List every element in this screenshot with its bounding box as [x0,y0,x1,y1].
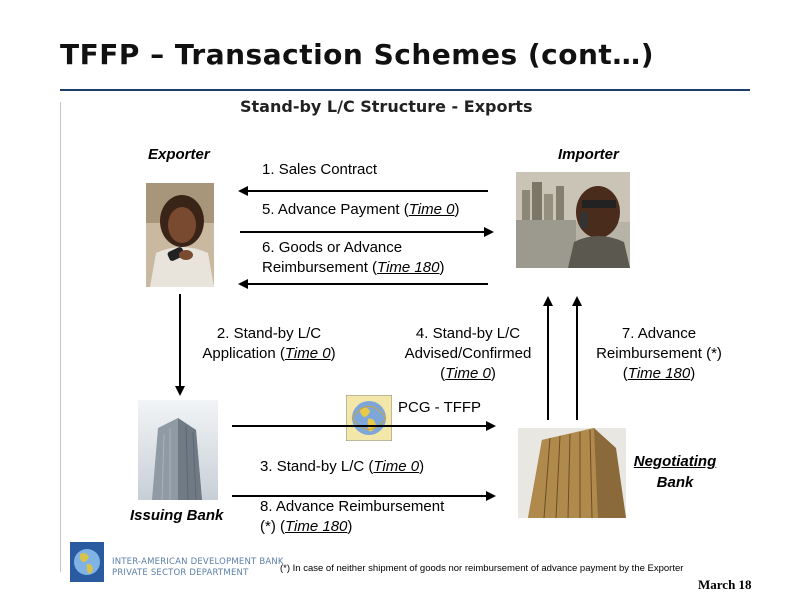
step-3-num: 3. [260,458,273,475]
step-5-time: Time 0 [408,201,455,218]
org-name: INTER-AMERICAN DEVELOPMENT BANK PRIVATE … [112,557,284,579]
importer-label: Importer [558,146,619,163]
step-5-text: Advance Payment ( [277,201,409,218]
step-4-num: 4. [415,325,429,342]
title-divider [60,89,750,91]
step-5: 5. Advance Payment (Time 0) [262,200,459,220]
step-3-text: Stand-by L/C ( [276,458,374,475]
footnote: (*) In case of neither shipment of goods… [280,563,684,574]
idb-logo [70,542,104,582]
step-8: 8. Advance Reimbursement (*) (Time 180) [260,497,444,537]
step-7-line3: ( [622,365,628,382]
step-2-close: ) [330,345,336,362]
step-3-close: ) [419,458,425,475]
negotiating-bank-line2: Bank [656,474,694,491]
step-7-time: Time 180 [627,365,691,382]
issuing-bank-photo [138,400,218,500]
step-2-num: 2. [216,325,230,342]
step-1-text: Sales Contract [278,161,378,178]
org-line1: INTER-AMERICAN DEVELOPMENT BANK [112,557,284,567]
importer-photo [516,172,630,268]
step-4-line1: Stand-by L/C [432,325,521,342]
step-3-time: Time 0 [373,458,420,475]
exporter-photo [146,183,214,287]
step-5-num: 5. [262,201,275,218]
step-6-close: ) [439,259,445,276]
pcg-label: PCG - TFFP [398,399,482,416]
negotiating-bank-line1: Negotiating [633,453,717,470]
step-4-time: Time 0 [445,365,491,382]
step-3: 3. Stand-by L/C (Time 0) [260,457,424,477]
step-6-line1: Goods or Advance [278,239,403,256]
step-4: 4. Stand-by L/C Advised/Confirmed (Time … [388,324,548,384]
org-line2: PRIVATE SECTOR DEPARTMENT [112,568,249,578]
page-title: TFFP – Transaction Schemes (cont…) [60,38,655,71]
diagram-subtitle: Stand-by L/C Structure - Exports [240,97,533,116]
step-6-time: Time 180 [377,259,440,276]
step-8-num: 8. [260,498,273,515]
step-1: 1. Sales Contract [262,160,377,180]
step-7-close: ) [690,365,696,382]
step-8-time: Time 180 [285,518,348,535]
step-4-close: ) [490,365,496,382]
step-7-num: 7. [621,325,635,342]
negotiating-bank-photo [518,428,626,518]
step-1-num: 1. [262,161,275,178]
step-6: 6. Goods or Advance Reimbursement (Time … [262,238,444,278]
step-4-line2: Advised/Confirmed [404,345,532,362]
step-2-line1: Stand-by L/C [233,325,322,342]
step-2-line2: Application ( [202,345,285,362]
step-8-line2: (*) ( [260,518,285,535]
step-8-close: ) [347,518,353,535]
step-2-time: Time 0 [284,345,331,362]
exporter-label: Exporter [148,146,210,163]
step-7-line2: Reimbursement (*) [596,345,722,362]
slide-date: March 18 [698,577,752,592]
left-divider [60,102,61,572]
step-8-line1: Advance Reimbursement [275,498,445,515]
step-6-num: 6. [262,239,275,256]
step-5-close: ) [454,201,460,218]
step-4-line3: ( [440,365,446,382]
negotiating-bank-label: Negotiating Bank [630,451,720,493]
step-2: 2. Stand-by L/C Application (Time 0) [186,324,352,364]
issuing-bank-label: Issuing Bank [130,507,224,524]
step-7: 7. Advance Reimbursement (*) (Time 180) [580,324,738,384]
step-7-line1: Advance [637,325,697,342]
step-6-line2: Reimbursement ( [262,259,378,276]
